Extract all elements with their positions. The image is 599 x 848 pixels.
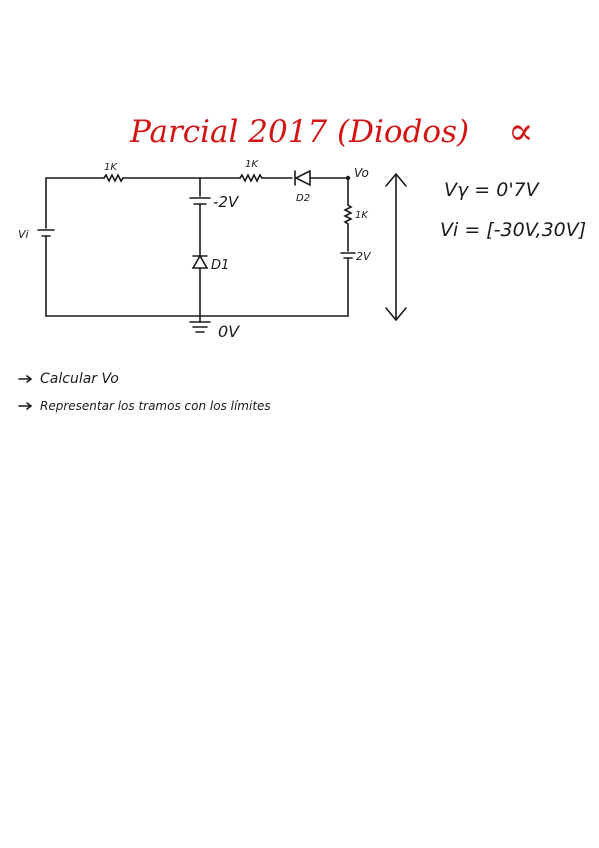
task-text: Calcular Vo bbox=[40, 371, 119, 387]
battery-mid-symbol bbox=[189, 197, 211, 205]
page-title: Parcial 2017 (Diodos) bbox=[129, 114, 469, 150]
task-item-2: Representar los tramos con los límites bbox=[18, 399, 271, 413]
alpha-mark: ∝ bbox=[508, 109, 534, 153]
ground-label: 0V bbox=[218, 322, 240, 341]
diode-d1-label: D1 bbox=[211, 258, 229, 273]
resistor-right-label: 1K bbox=[355, 210, 369, 221]
resistor-left-symbol bbox=[103, 173, 124, 183]
diode-d2-label: D2 bbox=[296, 193, 310, 204]
ground-symbol bbox=[189, 315, 211, 333]
vgamma-text: Vγ = 0'7V bbox=[444, 179, 541, 201]
battery-right-label: 2V bbox=[356, 250, 372, 263]
source-vi-label: Vi bbox=[18, 228, 29, 241]
task-text: Representar los tramos con los límites bbox=[40, 399, 271, 413]
diode-d2-symbol bbox=[294, 169, 311, 187]
resistor-mid-symbol bbox=[239, 173, 263, 183]
resistor-mid-label: 1K bbox=[245, 159, 259, 170]
vi-range-text: Vi = [-30V,30V] bbox=[440, 219, 586, 241]
diode-d1-symbol bbox=[191, 254, 209, 269]
arrow-bullet-icon bbox=[18, 375, 33, 383]
circuit-diagram: 1K 1K D2 Vo Vi -2V D1 1K 2V 0V bbox=[18, 159, 407, 341]
resistor-left-label: 1K bbox=[104, 162, 118, 173]
task-list: Calcular Vo Representar los tramos con l… bbox=[18, 371, 271, 413]
resistor-right-symbol bbox=[343, 204, 353, 225]
vo-arrow bbox=[385, 172, 407, 322]
battery-mid-label: -2V bbox=[213, 193, 240, 211]
arrow-bullet-icon bbox=[18, 402, 33, 410]
vo-label: Vo bbox=[354, 166, 369, 180]
source-vi-symbol bbox=[37, 229, 55, 237]
task-item-1: Calcular Vo bbox=[18, 371, 119, 387]
